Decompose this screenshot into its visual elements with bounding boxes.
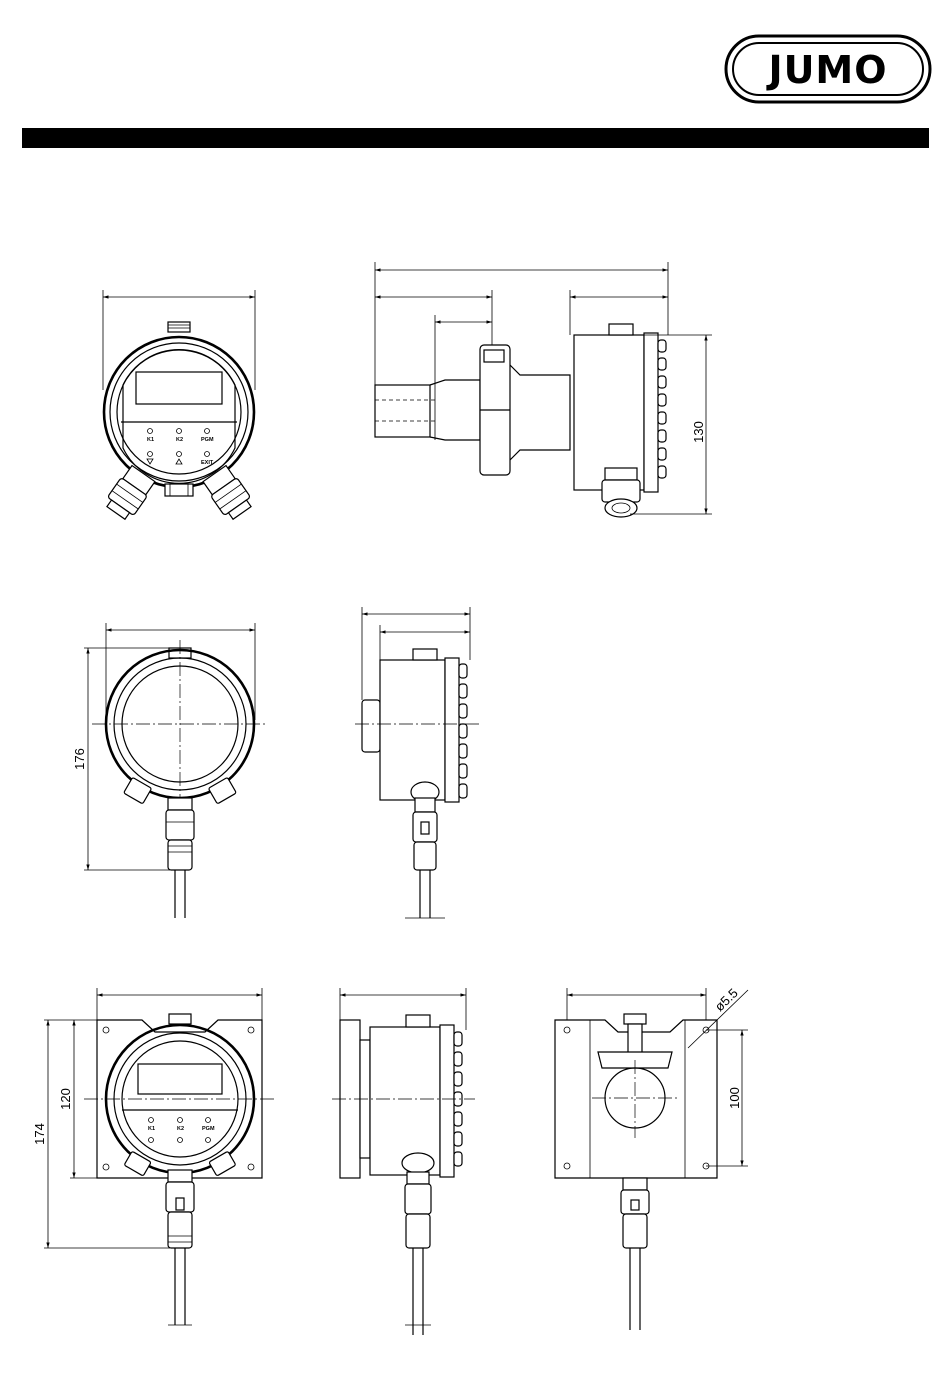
plate-key-label-k1: K1	[148, 1126, 155, 1132]
key-label-exit: EXIT	[201, 460, 214, 466]
key-label-pgm: PGM	[201, 437, 214, 443]
dim-130: 130	[691, 421, 706, 443]
key-label-k2: K2	[176, 437, 183, 443]
front-view-plate: K1 K2 PGM 174 120	[32, 988, 275, 1325]
side-view-plate	[332, 988, 475, 1335]
dim-120: 120	[58, 1088, 73, 1110]
front-view-display: K1 K2 PGM EXIT	[103, 290, 255, 522]
key-label-k1: K1	[147, 437, 154, 443]
side-view-cable	[355, 607, 480, 918]
dim-100: 100	[727, 1087, 742, 1109]
plate-key-label-pgm: PGM	[202, 1126, 215, 1132]
dim-176: 176	[72, 748, 87, 770]
rear-view-plate: 100 ø5.5	[555, 985, 748, 1330]
side-view-flange: 130	[375, 262, 712, 517]
plate-key-label-k2: K2	[177, 1126, 184, 1132]
front-view-cable: 176	[72, 623, 268, 918]
dim-174: 174	[32, 1123, 47, 1145]
dim-hole-diameter: ø5.5	[712, 985, 741, 1014]
